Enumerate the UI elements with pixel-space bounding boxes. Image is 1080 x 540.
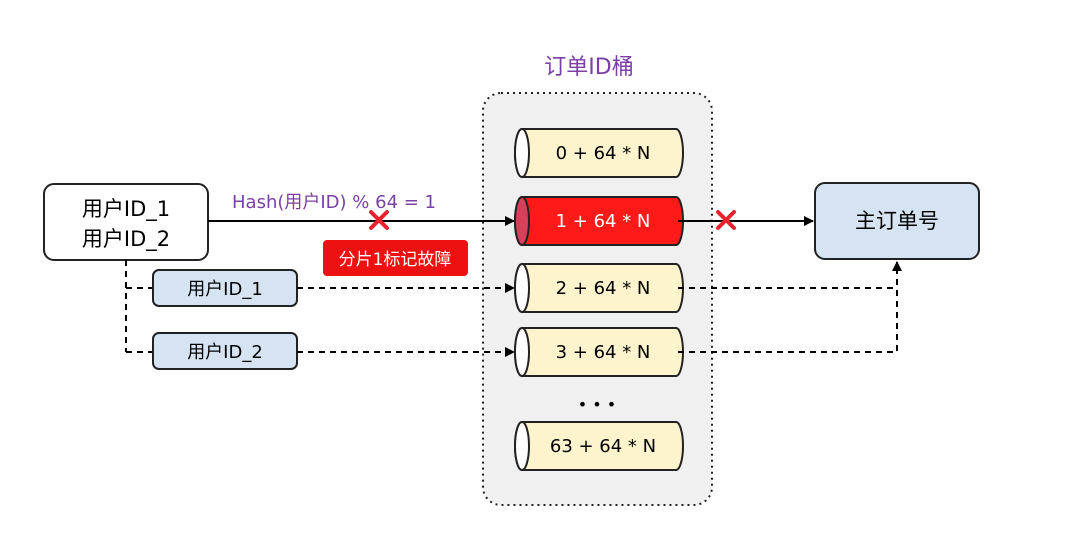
source-user-line1: 用户ID_1 [82, 197, 170, 222]
return-dashed-2 [678, 261, 902, 353]
bucket-cap-2 [514, 263, 530, 313]
bucket-1: 1 + 64 * N [514, 196, 684, 246]
bucket-label-3: 3 + 64 * N [556, 342, 651, 363]
source-user-line2: 用户ID_2 [82, 227, 170, 252]
blocked-cross-mark [369, 210, 389, 230]
bucket-cap-0 [514, 128, 530, 178]
bucket-label-0: 0 + 64 * N [556, 143, 651, 164]
fault-badge-label: 分片1标记故障 [339, 250, 452, 270]
bucket-cap-3 [514, 327, 530, 377]
target-order-node [814, 182, 980, 260]
bucket-list: 0 + 64 * N 1 + 64 * N 2 + 64 * N 3 + 64 * N… [514, 128, 684, 471]
bucket-3: 3 + 64 * N [514, 327, 684, 377]
bucket-group-title: 订单ID桶 [544, 55, 633, 80]
reroute-user-label-2: 用户ID_2 [187, 342, 263, 363]
bucket-cap-4 [514, 421, 530, 471]
bucket-0: 0 + 64 * N [514, 128, 684, 178]
hash-label: Hash(用户ID) % 64 = 1 [232, 192, 436, 213]
target-order-label: 主订单号 [855, 209, 939, 233]
bucket-4: 63 + 64 * N [514, 421, 684, 471]
bucket-label-4: 63 + 64 * N [550, 436, 656, 457]
bucket-2: 2 + 64 * N [514, 263, 684, 313]
bucket-ellipsis: • • • [578, 395, 616, 414]
reroute-user-label-1: 用户ID_1 [187, 279, 263, 300]
bucket-label-2: 2 + 64 * N [556, 278, 651, 299]
bucket-label-1: 1 + 64 * N [556, 211, 651, 232]
fault-badge [323, 240, 468, 276]
bucket-cap-1 [514, 196, 530, 246]
output-cross-mark [716, 210, 736, 230]
